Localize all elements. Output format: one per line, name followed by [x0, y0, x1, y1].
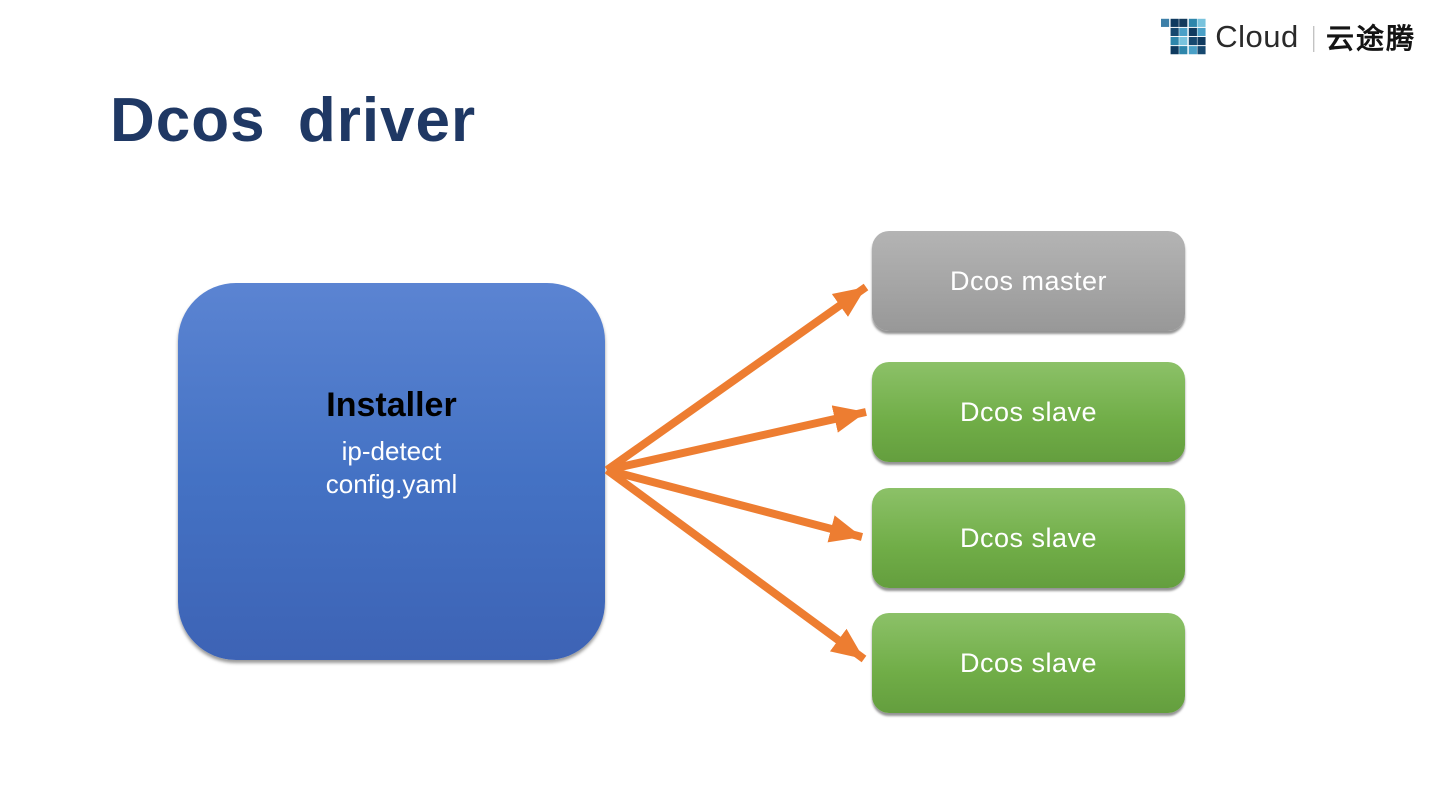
- node-dcos-master: Dcos master: [872, 231, 1185, 331]
- installer-file-ip-detect: ip-detect: [341, 436, 442, 466]
- brand-logo: Cloud | 云途腾: [1161, 16, 1416, 58]
- logo-brand-text: Cloud: [1215, 19, 1299, 54]
- installer-title: Installer: [326, 386, 457, 424]
- node-label: Dcos slave: [959, 647, 1098, 678]
- logo-divider: |: [1311, 21, 1316, 52]
- installer-node: Installer ip-detect config.yaml: [178, 283, 605, 660]
- node-dcos-slave-3: Dcos slave: [872, 613, 1185, 713]
- arrow-installer-to-slave-2: [605, 466, 864, 543]
- slide-title: Dcos driver: [110, 86, 477, 155]
- arrow-installer-to-slave-3: [604, 466, 867, 663]
- arrow-installer-to-master: [604, 283, 869, 474]
- logo-chinese-name: 云途腾: [1325, 23, 1416, 54]
- node-label: Dcos slave: [959, 396, 1098, 427]
- node-dcos-slave-1: Dcos slave: [872, 362, 1185, 462]
- node-label: Dcos master: [949, 265, 1108, 296]
- arrow-installer-to-slave-1: [606, 405, 867, 474]
- node-label: Dcos slave: [959, 522, 1098, 553]
- installer-file-config-yaml: config.yaml: [325, 469, 458, 499]
- t2cloud-logo-icon: [1161, 18, 1206, 55]
- node-dcos-slave-2: Dcos slave: [872, 488, 1185, 588]
